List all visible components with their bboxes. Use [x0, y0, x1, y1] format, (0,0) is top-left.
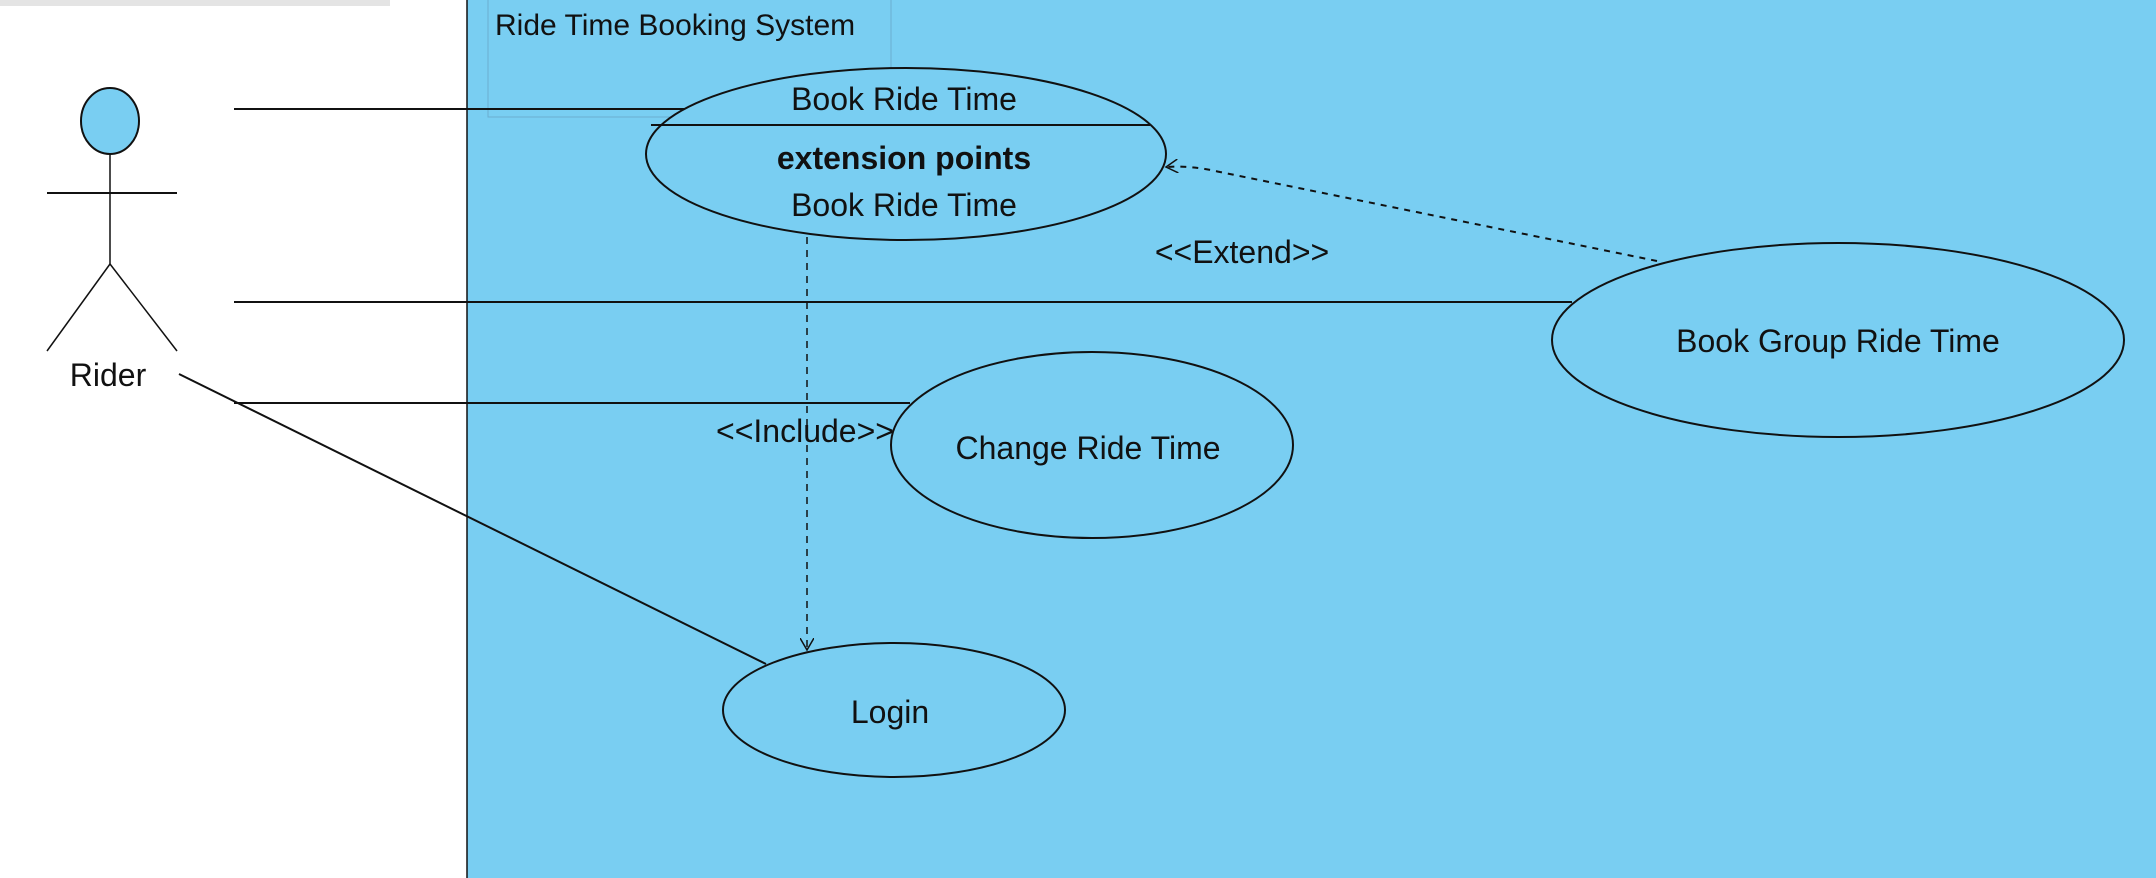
use-case-book-group-ride-time[interactable]: Book Group Ride Time [1551, 242, 2125, 438]
use-case-name: Change Ride Time [955, 430, 1220, 466]
actor-head-icon [80, 87, 140, 155]
extension-point: Book Ride Time [791, 187, 1017, 223]
system-title: Ride Time Booking System [495, 9, 855, 42]
extend-arrow[interactable] [1166, 167, 1658, 262]
use-case-change-ride-time[interactable]: Change Ride Time [890, 351, 1294, 539]
use-case-login[interactable]: Login [722, 642, 1066, 778]
use-case-name: Login [851, 694, 929, 730]
cropped-note [0, 0, 390, 6]
use-case-name: Book Group Ride Time [1676, 323, 2000, 359]
extension-points-label: extension points [777, 140, 1031, 176]
association-login[interactable] [178, 373, 767, 665]
use-case-book-ride-time[interactable]: Book Ride Time extension points Book Rid… [645, 67, 1167, 241]
actor-rider[interactable]: Rider [46, 87, 178, 393]
actor-name: Rider [70, 357, 147, 393]
include-label: <<Include>> [716, 413, 894, 449]
extend-label: <<Extend>> [1155, 234, 1329, 270]
use-case-name: Book Ride Time [791, 81, 1017, 117]
